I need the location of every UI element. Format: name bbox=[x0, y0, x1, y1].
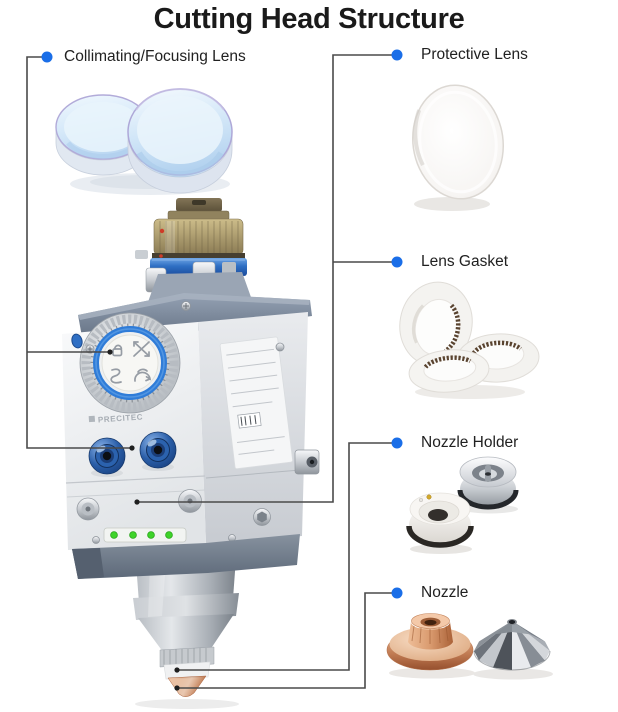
callout-label-collimating: Collimating/Focusing Lens bbox=[64, 48, 246, 65]
callout-dot-icon bbox=[391, 256, 403, 268]
adjustment-dial bbox=[71, 312, 181, 414]
endpoint-dot bbox=[134, 499, 140, 505]
callout-label-nozzle-holder: Nozzle Holder bbox=[421, 434, 519, 451]
nozzle-image bbox=[386, 613, 553, 680]
brand-mark: PRECITEC bbox=[88, 412, 144, 425]
callout-dot-icon bbox=[391, 587, 403, 599]
callout-label-nozzle: Nozzle bbox=[421, 584, 469, 601]
nozzle-holder-image bbox=[406, 456, 519, 554]
callout-label-protective: Protective Lens bbox=[421, 46, 528, 63]
callout-lines bbox=[26, 49, 403, 691]
nozzle-tip bbox=[167, 675, 207, 697]
lens-gasket-image bbox=[399, 281, 540, 399]
cutting-head-image: PRECITEC bbox=[62, 198, 320, 709]
callout-label-gasket: Lens Gasket bbox=[421, 253, 509, 270]
side-fittings bbox=[76, 449, 320, 526]
page-title: Cutting Head Structure bbox=[153, 3, 465, 35]
brand-text: PRECITEC bbox=[98, 412, 144, 424]
endpoint-dot bbox=[174, 667, 180, 673]
cone-nozzle-facets bbox=[474, 621, 550, 670]
spec-sticker bbox=[219, 336, 293, 470]
body-screws bbox=[85, 301, 285, 544]
fiber-connector bbox=[135, 198, 252, 302]
callout-dot-icon bbox=[391, 49, 403, 61]
endpoint-dot bbox=[129, 445, 135, 451]
protective-lens-image bbox=[411, 84, 505, 211]
endpoint-dot bbox=[107, 349, 113, 355]
callout-dot-icon bbox=[41, 51, 53, 63]
led-strip bbox=[103, 527, 187, 543]
head-nozzle-assembly bbox=[133, 558, 239, 697]
head-bottom-band bbox=[72, 534, 300, 579]
blue-knobs bbox=[88, 431, 177, 477]
callout-dot-icon bbox=[391, 437, 403, 449]
collimating-lens-image bbox=[55, 88, 233, 195]
endpoint-dot bbox=[174, 685, 180, 691]
